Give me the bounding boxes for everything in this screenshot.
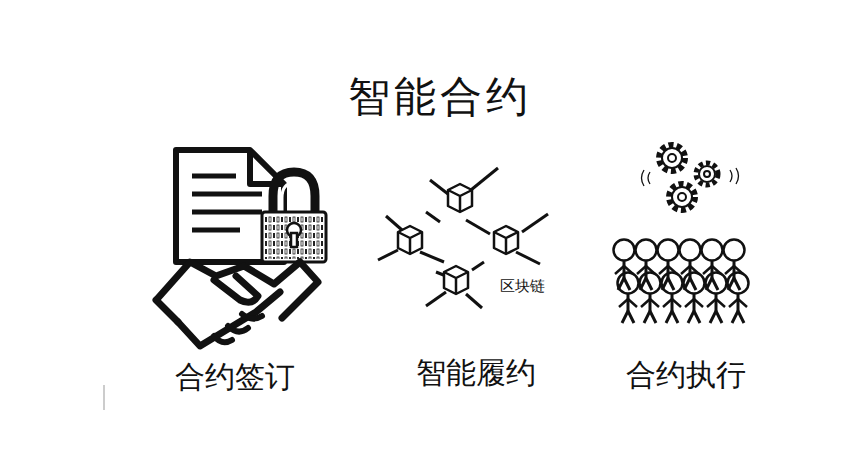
crowd-stroke xyxy=(688,311,694,323)
crowd-stroke xyxy=(663,299,672,307)
crowd-stroke xyxy=(716,299,725,307)
crowd-stroke xyxy=(666,311,672,323)
crowd-stroke xyxy=(734,278,740,290)
edge-mark xyxy=(104,385,105,410)
crowd-stroke xyxy=(738,299,747,307)
crowd-stroke xyxy=(624,278,630,290)
crowd-stroke xyxy=(672,311,678,323)
crowd-stroke xyxy=(734,266,743,274)
crowd-stroke xyxy=(645,260,648,278)
crowd-stroke xyxy=(706,278,712,290)
crowd-stroke xyxy=(693,293,696,311)
crowd-stroke xyxy=(649,293,652,311)
crowd-stroke xyxy=(715,293,718,311)
crowd-stroke xyxy=(658,240,679,261)
crowd-stroke xyxy=(668,278,674,290)
crowd-stroke xyxy=(650,311,656,323)
crowd-stroke xyxy=(628,299,637,307)
crowd-stroke xyxy=(712,266,721,274)
crowd-stroke xyxy=(636,240,657,261)
crowd-icon xyxy=(614,240,749,324)
crowd-stroke xyxy=(694,311,700,323)
crowd-stroke xyxy=(712,278,718,290)
crowd-stroke xyxy=(671,293,674,311)
crowd-stroke xyxy=(662,273,683,294)
crowd-stroke xyxy=(641,299,650,307)
crowd-stroke xyxy=(732,311,738,323)
crowd-stroke xyxy=(650,299,659,307)
lock-icon xyxy=(262,172,326,262)
crowd-stroke xyxy=(728,278,734,290)
crowd-stroke xyxy=(618,273,639,294)
crowd-stroke xyxy=(702,240,723,261)
crowd-stroke xyxy=(640,273,661,294)
crowd-stroke xyxy=(711,260,714,278)
crowd-stroke xyxy=(689,260,692,278)
crowd-stroke xyxy=(681,266,690,274)
crowd-stroke xyxy=(680,240,701,261)
icon-label: 区块链 xyxy=(498,278,547,295)
crowd-stroke xyxy=(690,278,696,290)
crowd-stroke xyxy=(615,266,624,274)
crowd-stroke xyxy=(628,311,634,323)
crowd-stroke xyxy=(737,293,740,311)
blockchain-icon xyxy=(378,168,548,308)
crowd-stroke xyxy=(672,299,681,307)
section-label: 合约签订 xyxy=(175,360,295,393)
section-label: 合约执行 xyxy=(626,358,746,391)
crowd-stroke xyxy=(644,311,650,323)
crowd-stroke xyxy=(614,240,635,261)
crowd-stroke xyxy=(640,278,646,290)
section-label: 智能履约 xyxy=(416,356,536,389)
crowd-stroke xyxy=(646,266,655,274)
crowd-stroke xyxy=(706,273,727,294)
crowd-stroke xyxy=(622,311,628,323)
crowd-stroke xyxy=(685,299,694,307)
gears-icon xyxy=(642,145,739,210)
crowd-stroke xyxy=(623,260,626,278)
handshake-icon xyxy=(156,262,318,346)
crowd-stroke xyxy=(694,299,703,307)
crowd-stroke xyxy=(738,311,744,323)
crowd-stroke xyxy=(662,278,668,290)
crowd-stroke xyxy=(667,260,670,278)
page-title: 智能合约 xyxy=(348,74,532,120)
crowd-stroke xyxy=(729,299,738,307)
crowd-stroke xyxy=(716,311,722,323)
crowd-stroke xyxy=(724,240,745,261)
crowd-stroke xyxy=(668,266,677,274)
crowd-stroke xyxy=(646,278,652,290)
crowd-stroke xyxy=(690,266,699,274)
crowd-stroke xyxy=(728,273,749,294)
crowd-stroke xyxy=(684,273,705,294)
crowd-stroke xyxy=(684,278,690,290)
crowd-stroke xyxy=(707,299,716,307)
crowd-stroke xyxy=(624,266,633,274)
crowd-stroke xyxy=(725,266,734,274)
crowd-stroke xyxy=(619,299,628,307)
crowd-stroke xyxy=(637,266,646,274)
crowd-stroke xyxy=(710,311,716,323)
crowd-stroke xyxy=(618,278,624,290)
crowd-stroke xyxy=(659,266,668,274)
crowd-stroke xyxy=(733,260,736,278)
crowd-stroke xyxy=(627,293,630,311)
crowd-stroke xyxy=(703,266,712,274)
